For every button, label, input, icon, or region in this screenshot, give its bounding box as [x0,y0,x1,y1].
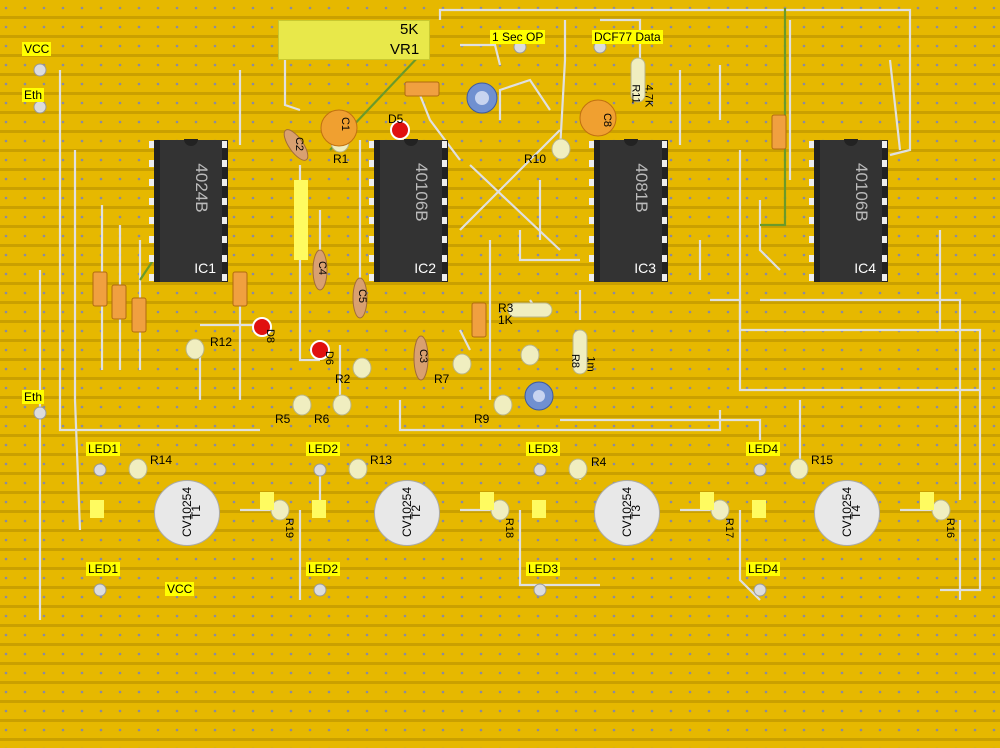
jumper-wires [38,8,982,620]
electrolytic-cap-1-center [475,91,489,105]
ic3-chip: 4081B IC3 [594,139,668,282]
ic4-pins-right [882,141,887,281]
ic4-pins-left [809,141,814,281]
ic1-pins-left [149,141,154,281]
led-d6 [310,340,330,360]
label-c8: C8 [601,112,614,128]
label-c2: C2 [293,136,306,152]
label-d8: D8 [264,328,277,344]
label-c4: C4 [316,260,329,276]
label-led1-bottom: LED1 [86,562,121,576]
t1-label: T1 [189,504,204,520]
label-r17: R17 [723,517,736,539]
ic4-label: IC4 [854,260,876,276]
led-d5 [390,120,410,140]
label-r3: R3 [498,301,514,315]
label-eth-top: Eth [22,88,45,102]
label-led4-top: LED4 [746,442,781,456]
label-r5: R5 [275,412,291,426]
capacitor-c1 [320,109,358,147]
label-1sec-op: 1 Sec OP [490,30,546,44]
label-r7: R7 [434,372,450,386]
ic3-pins-left [589,141,594,281]
label-r14: R14 [150,453,173,467]
label-c3: C3 [417,348,430,364]
label-r4: R4 [591,455,607,469]
ic2-pins-right [442,141,447,281]
ic4-part: 40106B [852,163,871,222]
ic1-label: IC1 [194,260,216,276]
label-r12: R12 [210,335,233,349]
ic3-part: 4081B [632,163,651,213]
resistor-r11-body [630,57,646,103]
standing-resistors [128,131,951,521]
ic3-pins-right [662,141,667,281]
label-r9: R9 [474,412,490,426]
label-r2: R2 [335,372,351,386]
ic2-pins-left [369,141,374,281]
t2-label: T2 [409,504,424,520]
resistor-r3-body [507,302,553,318]
ic1-notch [184,139,198,146]
led-d8 [252,317,272,337]
label-led3-top: LED3 [526,442,561,456]
ic2-part: 40106B [412,163,431,222]
label-r18: R18 [503,517,516,539]
ic1-chip: 4024B IC1 [154,139,228,282]
label-vcc-top: VCC [22,42,52,56]
ic4-notch [844,139,858,146]
ic4-chip: 40106B IC4 [814,139,888,282]
label-c1: C1 [339,116,352,132]
label-r13: R13 [370,453,393,467]
ic1-pins-right [222,141,227,281]
label-led4-bottom: LED4 [746,562,781,576]
vr1-value: 5K [400,21,419,38]
track-cuts [90,180,934,518]
ic2-chip: 40106B IC2 [374,139,448,282]
label-led2-top: LED2 [306,442,341,456]
label-r11: R11 [629,84,642,104]
label-vcc-bottom: VCC [165,582,195,596]
transistor-t2: CV10254 T2 [374,480,440,546]
label-r1: R1 [333,152,349,166]
label-led2-bottom: LED2 [306,562,341,576]
label-r11-value: 4.7K [642,84,655,108]
ic2-label: IC2 [414,260,436,276]
trimmer-vr1 [278,20,430,60]
capacitor-c8 [579,99,617,137]
label-r15: R15 [811,453,834,467]
electrolytic-cap-2-center [533,390,545,402]
label-r19: R19 [283,517,296,539]
label-r6: R6 [314,412,330,426]
ic1-part: 4024B [192,163,211,213]
transistor-t3: CV10254 T3 [594,480,660,546]
label-r16: R16 [944,517,957,539]
label-dcf77-data: DCF77 Data [592,30,663,44]
label-r3-value: 1K [498,313,513,327]
label-led3-bottom: LED3 [526,562,561,576]
transistor-t1: CV10254 T1 [154,480,220,546]
label-eth-bottom: Eth [22,390,45,404]
ic3-label: IC3 [634,260,656,276]
label-r8-value: 1m [584,356,597,372]
label-d5: D5 [388,112,404,126]
ceramic-capacitors [283,129,429,381]
ic3-notch [624,139,638,146]
resistor-r8-body [572,329,588,375]
diodes [92,81,787,338]
t3-label: T3 [629,504,644,520]
terminal-pads [33,40,767,597]
label-r10: R10 [524,152,547,166]
label-led1-top: LED1 [86,442,121,456]
ic2-notch [404,139,418,146]
t4-label: T4 [849,504,864,520]
label-r8: R8 [569,353,582,369]
vr1-name: VR1 [390,41,420,58]
label-d6: D6 [323,350,336,366]
transistor-t4: CV10254 T4 [814,480,880,546]
label-c5: C5 [356,288,369,304]
